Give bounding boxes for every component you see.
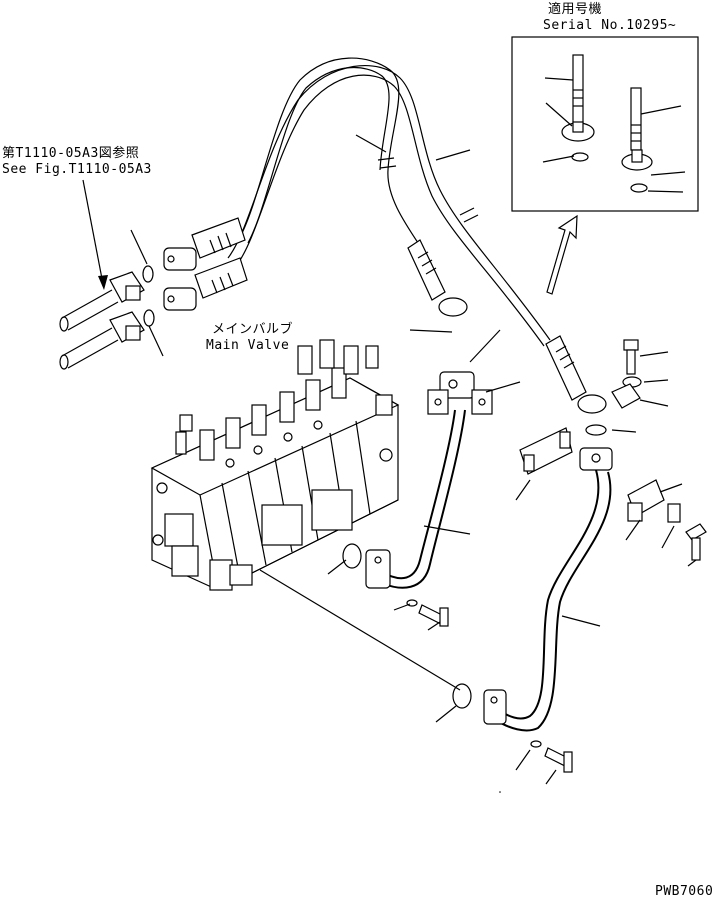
main-valve (150, 339, 400, 591)
hose-upper (163, 57, 607, 414)
inset-arrow (546, 214, 578, 295)
reference-text-jp: 第T1110-05A3図参照 (2, 146, 140, 161)
leader-valve-oring (259, 569, 461, 691)
inset-title-en: Serial No.10295~ (543, 18, 677, 33)
reference-text-en: See Fig.T1110-05A3 (2, 162, 152, 177)
tube-middle (327, 329, 521, 631)
main-valve-label-en: Main Valve (206, 338, 290, 353)
tube-right (435, 339, 707, 785)
tubes-left (59, 179, 164, 370)
drawing-code: PWB7060 (655, 884, 714, 899)
main-valve-label-jp: メインバルブ (212, 322, 294, 337)
inset-box (511, 36, 699, 212)
inset-title-jp: 適用号機 (548, 2, 603, 17)
